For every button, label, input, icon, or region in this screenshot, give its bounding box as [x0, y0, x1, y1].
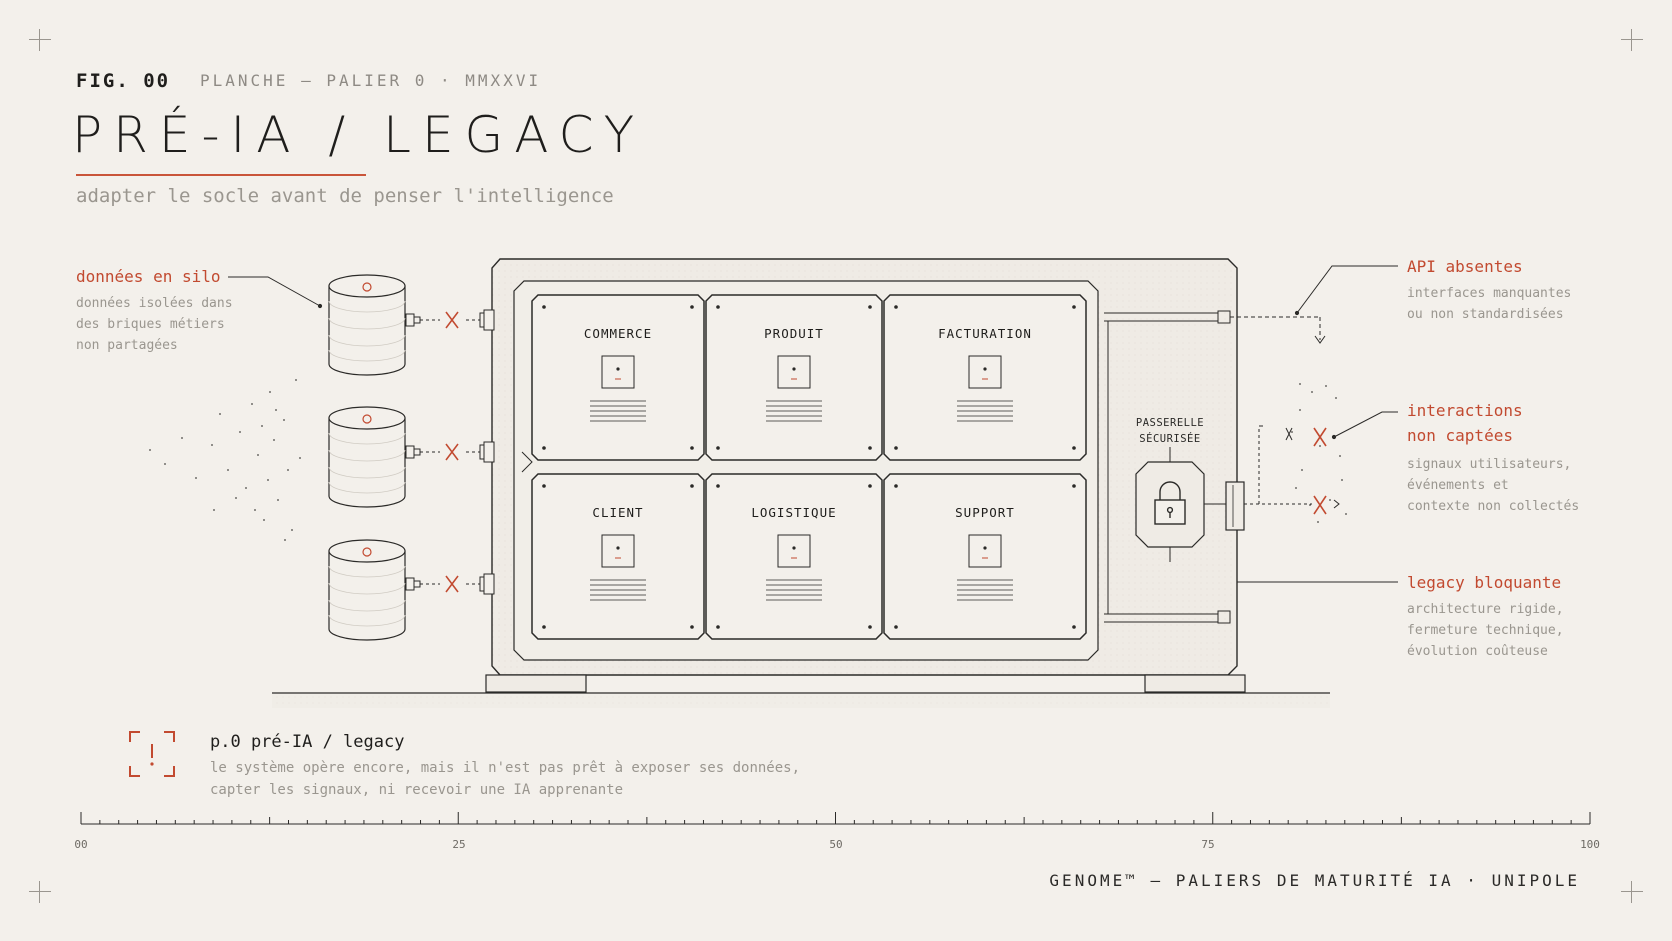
scale-label: 25 [452, 838, 466, 851]
module-label: COMMERCE [584, 326, 652, 341]
module-client: CLIENT [531, 473, 705, 640]
module-label: CLIENT [592, 505, 643, 520]
broken-connector [405, 311, 489, 329]
missing-api-connector [1230, 316, 1326, 344]
annotation-interactions-desc: signaux utilisateurs, [1407, 457, 1572, 472]
module-label: FACTURATION [938, 326, 1032, 341]
plate-label: PLANCHE — PALIER 0 · MMXXVI [200, 71, 542, 90]
annotation-api-desc: interfaces manquantes [1407, 286, 1572, 301]
broken-connector [405, 575, 489, 593]
gateway-label-line2: SÉCURISÉE [1139, 432, 1200, 445]
annotation-legacy-desc: évolution coûteuse [1407, 644, 1548, 659]
database-cylinder [328, 539, 406, 641]
uncaptured-signal [1244, 425, 1340, 515]
corner-mark [1621, 881, 1643, 903]
module-facturation: FACTURATION [883, 294, 1087, 461]
module-commerce: COMMERCE [531, 294, 705, 461]
scale-label: 75 [1201, 838, 1215, 851]
annotation-interactions-title: interactions [1407, 401, 1523, 420]
scale-label: 50 [829, 838, 843, 851]
warning-bracket-icon [129, 731, 175, 777]
broken-connector [405, 443, 489, 461]
annotation-silo-title: données en silo [76, 267, 221, 286]
scale-label: 00 [74, 838, 88, 851]
annotation-legacy-desc: fermeture technique, [1407, 623, 1564, 638]
annotation-silo: données en silo données isolées dans des… [76, 264, 233, 356]
page-title: PRÉ-IA / LEGACY [72, 106, 646, 164]
scattered-signal-dots [1291, 383, 1347, 523]
lock-icon [1154, 481, 1186, 525]
module-logistique: LOGISTIQUE [705, 473, 883, 640]
annotation-legacy-desc: architecture rigide, [1407, 602, 1564, 617]
gateway-label-line1: PASSERELLE [1136, 417, 1204, 429]
modules-grid: COMMERCE PRODUIT FACTURATION CLIENT LOGISTIQ… [531, 294, 1087, 640]
annotation-interactions: interactions non captées signaux utilisa… [1407, 398, 1579, 517]
database-cylinder [328, 274, 406, 376]
module-support: SUPPORT [883, 473, 1087, 640]
annotation-api-title: API absentes [1407, 257, 1523, 276]
database-cylinder [328, 406, 406, 508]
annotation-legacy-title: legacy bloquante [1407, 573, 1562, 592]
legend-title: p.0 pré-IA / legacy [210, 732, 405, 752]
annotation-silo-desc: données isolées dans [76, 296, 233, 311]
annotation-interactions-desc: contexte non collectés [1407, 499, 1580, 514]
annotation-legacy: legacy bloquante architecture rigide, fe… [1407, 570, 1564, 662]
scale-ruler [80, 812, 1591, 825]
annotation-interactions-title: non captées [1407, 426, 1513, 445]
annotation-silo-desc: non partagées [76, 338, 178, 353]
legend-description-line: le système opère encore, mais il n'est p… [210, 760, 801, 776]
ground-texture [272, 694, 1330, 708]
page-subtitle: adapter le socle avant de penser l'intel… [76, 185, 614, 207]
legend-description-line: capter les signaux, ni recevoir une IA a… [210, 782, 624, 798]
footer-brand: GENOME™ — PALIERS DE MATURITÉ IA · UNIPO… [1049, 871, 1580, 890]
legend-description: le système opère encore, mais il n'est p… [210, 757, 800, 801]
annotation-silo-desc: des briques métiers [76, 317, 225, 332]
figure-number: FIG. 00 [76, 70, 171, 92]
title-underline [76, 174, 366, 176]
scattered-data-dots [149, 379, 301, 541]
corner-mark [29, 29, 51, 51]
module-label: PRODUIT [764, 326, 824, 341]
module-produit: PRODUIT [705, 294, 883, 461]
annotation-api-desc: ou non standardisées [1407, 307, 1564, 322]
corner-mark [1621, 29, 1643, 51]
corner-mark [29, 881, 51, 903]
annotation-api: API absentes interfaces manquantes ou no… [1407, 254, 1571, 325]
module-label: SUPPORT [955, 505, 1015, 520]
annotation-interactions-desc: événements et [1407, 478, 1509, 493]
scale-label: 100 [1580, 838, 1600, 851]
module-label: LOGISTIQUE [751, 505, 836, 520]
